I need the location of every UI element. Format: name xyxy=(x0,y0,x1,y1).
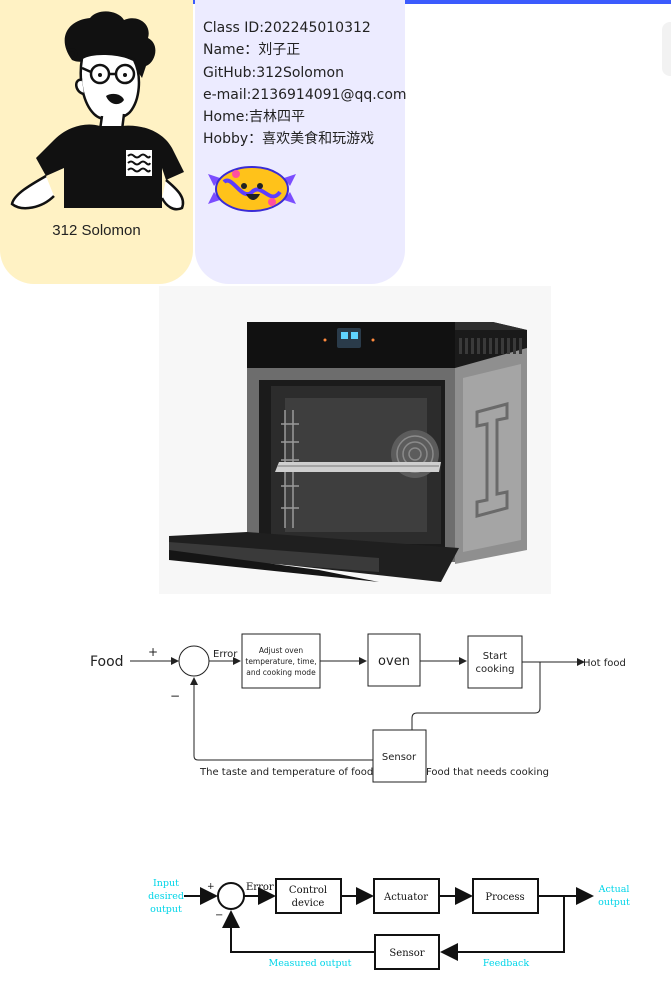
sensor-block xyxy=(372,729,427,783)
feedback-label: The taste and temperature of food xyxy=(199,767,373,778)
oven-label: oven xyxy=(378,654,410,669)
hobby: Hobby：喜欢美食和玩游戏 xyxy=(203,131,375,148)
measured-output-label: Measured output xyxy=(269,958,352,969)
actuator-block xyxy=(373,878,440,914)
class-id: Class ID:202245010312 xyxy=(203,20,371,36)
edge-scroll-tab xyxy=(662,22,671,76)
actual-output-line-1: Actual xyxy=(598,884,630,895)
sensor-block-2 xyxy=(374,934,440,970)
actuator-label: Actuator xyxy=(383,892,428,903)
oven-illustration xyxy=(169,322,527,582)
actual-output-line-2: output xyxy=(598,897,630,908)
github-handle: GitHub:312Solomon xyxy=(203,64,344,81)
oven-photo xyxy=(159,286,551,594)
avatar-card: 312 Solomon xyxy=(0,0,193,284)
avatar-illustration xyxy=(10,11,185,211)
disturbance-label: Food that needs cooking xyxy=(426,767,549,778)
generic-control-diagram: Input desired output + − Error Control d… xyxy=(148,878,630,970)
control-device-line-2: device xyxy=(292,898,325,909)
process-block xyxy=(472,878,539,914)
plus-sign-2: + xyxy=(207,882,215,892)
controller-line-2: temperature, time, xyxy=(245,657,316,666)
start-cooking-line-2: cooking xyxy=(476,664,515,675)
process-label: Process xyxy=(485,892,524,903)
start-cooking-block xyxy=(467,635,523,689)
avatar-name: 312 Solomon xyxy=(52,222,141,239)
minus-sign-2: − xyxy=(215,910,223,921)
minus-sign: − xyxy=(170,689,180,703)
summing-junction xyxy=(178,645,210,677)
profile-info-list: Class ID:202245010312 Name：刘子正 GitHub:31… xyxy=(203,17,407,151)
control-device-block xyxy=(275,878,342,914)
error-label-2: Error xyxy=(246,882,274,893)
controller-line-1: Adjust oven xyxy=(259,646,303,655)
sensor-label: Sensor xyxy=(382,752,417,763)
start-cooking-line-1: Start xyxy=(483,651,508,662)
feedback-label-2: Feedback xyxy=(483,958,529,969)
summing-junction-2 xyxy=(217,882,245,910)
input-line-3: output xyxy=(150,904,182,915)
student-name: Name：刘子正 xyxy=(203,42,301,59)
input-label: Food xyxy=(90,654,124,670)
oven-block xyxy=(367,633,421,687)
candy-sticker xyxy=(208,166,296,212)
home-town: Home:吉林四平 xyxy=(203,109,306,126)
control-device-line-1: Control xyxy=(289,885,327,896)
sensor-label-2: Sensor xyxy=(389,948,424,959)
input-line-1: Input xyxy=(153,878,179,889)
email-address: e-mail:2136914091@qq.com xyxy=(203,86,407,103)
profile-info-card xyxy=(195,0,405,284)
output-label: Hot food xyxy=(583,658,626,669)
oven-control-diagram: Food + − Error Adjust oven temperature, … xyxy=(90,633,626,783)
error-label: Error xyxy=(213,649,238,660)
plus-sign: + xyxy=(148,645,158,659)
controller-block xyxy=(241,633,321,689)
input-line-2: desired xyxy=(148,891,184,902)
controller-line-3: and cooking mode xyxy=(246,668,316,677)
